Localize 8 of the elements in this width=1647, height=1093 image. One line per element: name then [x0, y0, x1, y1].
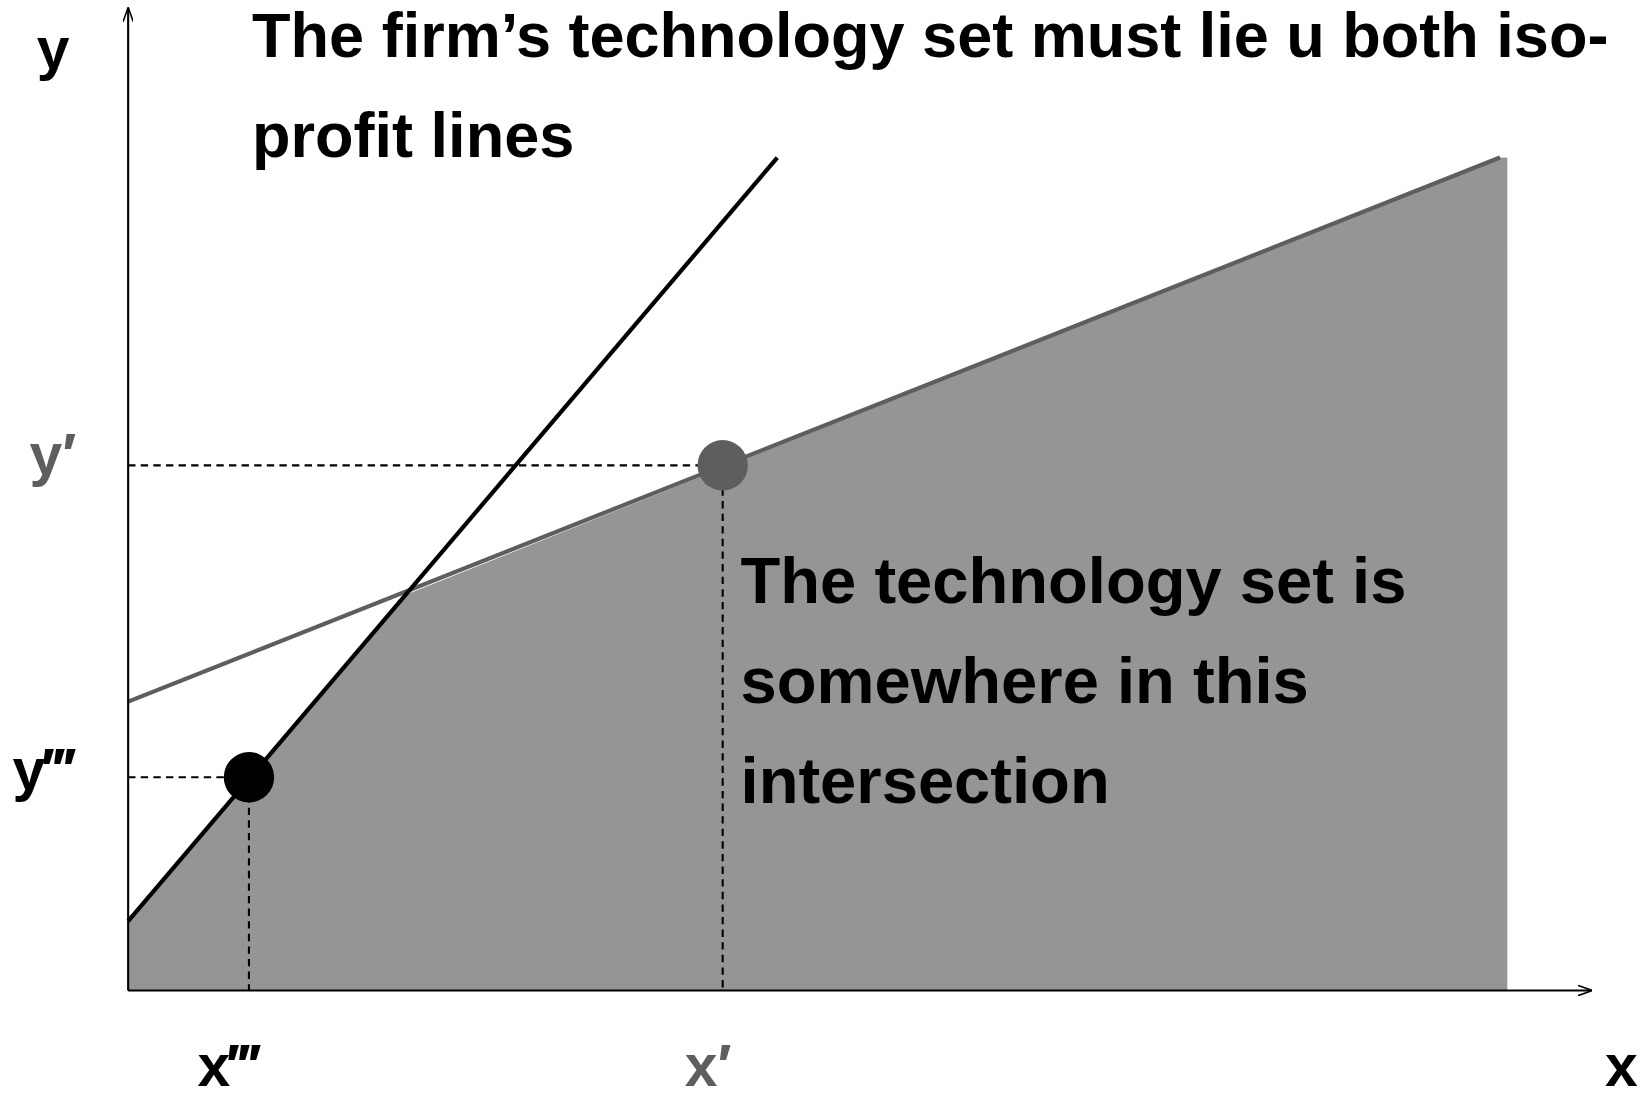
tick-label: x′ — [684, 1031, 732, 1093]
axis-label: y — [36, 14, 70, 84]
title: The firm’s technology set must lie u both iso-profit lines — [252, 0, 1610, 173]
tick-label: y‴ — [12, 735, 74, 805]
axis-label: x — [1605, 1031, 1638, 1093]
tick-label: x‴ — [197, 1031, 259, 1093]
tick-label: y′ — [29, 420, 77, 490]
annotation-text: The technology set is somewhere in this intersection — [740, 543, 1408, 819]
